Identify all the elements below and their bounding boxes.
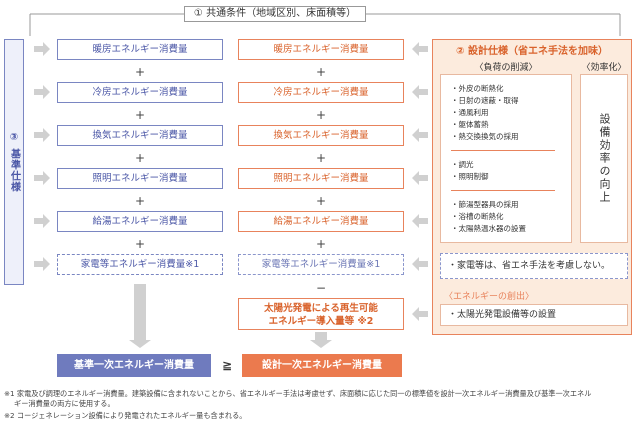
- standard-plus-5: +: [134, 237, 146, 251]
- standard-appliances-box: 家電等エネルギー消費量※1: [57, 254, 223, 275]
- load-item: ・浴槽の断熱化: [451, 212, 504, 221]
- design-spec-title: ② 設計仕様（省エネ手法を加味）: [456, 46, 608, 57]
- design-heating-box: 暖房エネルギー消費量: [238, 39, 404, 60]
- arrow-left-icon: [412, 171, 428, 185]
- common-conditions-label: ① 共通条件（地域区別、床面積等）: [184, 6, 366, 22]
- load-item: ・調光: [451, 160, 474, 169]
- standard-ventilation-box: 換気エネルギー消費量: [57, 125, 223, 146]
- design-total-box: 設計一次エネルギー消費量: [242, 354, 402, 377]
- standard-hotwater-box: 給湯エネルギー消費量: [57, 211, 223, 232]
- arrow-left-icon: [412, 42, 428, 56]
- arrow-right-icon: [34, 128, 50, 142]
- arrow-left-icon: [412, 257, 428, 271]
- standard-total-box: 基準一次エネルギー消費量: [57, 354, 211, 377]
- design-hotwater-box: 給湯エネルギー消費量: [238, 211, 404, 232]
- arrow-left-icon: [412, 214, 428, 228]
- design-minus: −: [315, 281, 327, 295]
- standard-heating-box: 暖房エネルギー消費量: [57, 39, 223, 60]
- solar-line-1: 太陽光発電による再生可能: [264, 303, 378, 314]
- standard-cooling-box: 冷房エネルギー消費量: [57, 82, 223, 103]
- standard-lighting-box: 照明エネルギー消費量: [57, 168, 223, 189]
- load-item: ・節湯型器具の採用: [451, 200, 519, 209]
- arrow-left-icon: [412, 85, 428, 99]
- design-plus-1: +: [315, 65, 327, 79]
- solar-line-2: エネルギー導入量等 ※2: [268, 316, 374, 327]
- load-reduction-box: [440, 74, 572, 243]
- footnote-1-line-2: ギー消費量の両方に使用する。: [14, 399, 115, 408]
- arrow-down-icon: [310, 332, 332, 348]
- design-solar-box: 太陽光発電による再生可能 エネルギー導入量等 ※2: [238, 298, 404, 330]
- arrow-down-icon: [129, 284, 151, 348]
- design-cooling-box: 冷房エネルギー消費量: [238, 82, 404, 103]
- load-item: ・日射の遮蔽・取得: [451, 96, 519, 105]
- load-item: ・照明制御: [451, 172, 489, 181]
- arrow-right-icon: [34, 42, 50, 56]
- efficiency-header: 〈効率化〉: [581, 63, 627, 73]
- load-item: ・躯体蓄熱: [451, 120, 489, 129]
- load-item: ・熱交換換気の採用: [451, 132, 519, 141]
- design-ventilation-box: 換気エネルギー消費量: [238, 125, 404, 146]
- load-separator-2: [451, 190, 555, 191]
- load-item: ・外皮の断熱化: [451, 84, 504, 93]
- design-plus-2: +: [315, 108, 327, 122]
- efficiency-text: 設備効率の向上: [598, 113, 611, 204]
- load-separator-1: [451, 150, 555, 151]
- arrow-right-icon: [34, 171, 50, 185]
- design-appliances-box: 家電等エネルギー消費量※1: [238, 254, 404, 275]
- appliances-note-box: ・家電等は、省エネ手法を考慮しない。: [440, 253, 628, 279]
- standard-plus-2: +: [134, 108, 146, 122]
- standard-spec-bar: ③ 基準仕様: [4, 39, 24, 285]
- standard-plus-4: +: [134, 194, 146, 208]
- design-plus-3: +: [315, 151, 327, 165]
- standard-plus-1: +: [134, 65, 146, 79]
- energy-creation-box: ・太陽光発電設備等の設置: [440, 304, 628, 326]
- arrow-left-icon: [412, 128, 428, 142]
- standard-spec-label: ③ 基準仕様: [8, 131, 20, 193]
- arrow-right-icon: [34, 85, 50, 99]
- energy-creation-header: 〈エネルギーの創出〉: [444, 292, 535, 302]
- arrow-left-icon: [412, 307, 428, 321]
- footnote-1-line-1: ※1 家電及び調理のエネルギー消費量。建築設備に含まれないことから、省エネルギー…: [4, 389, 592, 398]
- load-reduction-header: 〈負荷の削減〉: [474, 63, 538, 73]
- design-lighting-box: 照明エネルギー消費量: [238, 168, 404, 189]
- load-item: ・通風利用: [451, 108, 489, 117]
- design-plus-4: +: [315, 194, 327, 208]
- geq-sign: ≧: [221, 358, 233, 372]
- load-item: ・太陽熱温水器の設置: [451, 224, 526, 233]
- arrow-right-icon: [34, 214, 50, 228]
- arrow-right-icon: [34, 257, 50, 271]
- standard-plus-3: +: [134, 151, 146, 165]
- design-plus-5: +: [315, 237, 327, 251]
- efficiency-box: 設備効率の向上: [580, 74, 628, 243]
- footnote-2: ※2 コージェネレーション設備により発電されたエネルギー量も含まれる。: [4, 411, 247, 420]
